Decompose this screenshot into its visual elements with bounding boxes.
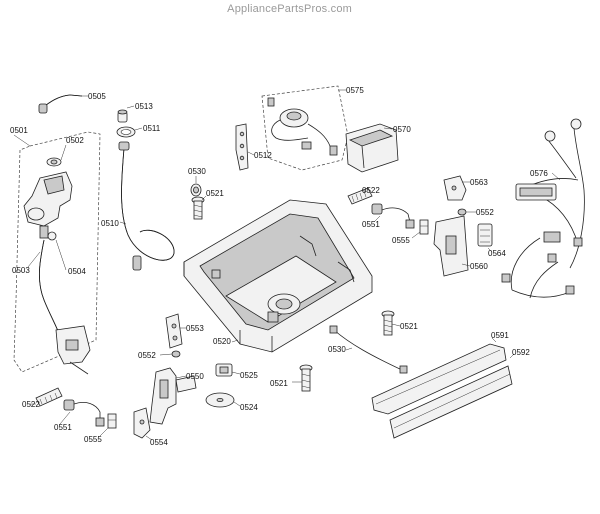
label-0510: 0510: [101, 219, 119, 228]
part-0552-screw-top[interactable]: [457, 208, 467, 216]
label-0560: 0560: [470, 262, 488, 271]
label-0591: 0591: [491, 331, 509, 340]
part-0530-cable[interactable]: [329, 325, 408, 374]
part-0554-lever[interactable]: [133, 407, 151, 439]
label-0521-mid: 0521: [400, 322, 418, 331]
label-0555-bottom: 0555: [84, 435, 102, 444]
label-0502: 0502: [66, 136, 84, 145]
part-0530-grommet[interactable]: [190, 183, 202, 197]
part-0564-connector[interactable]: [477, 223, 493, 247]
assembly-outline-0501: [13, 131, 101, 373]
label-0520: 0520: [213, 337, 231, 346]
part-0510-hose[interactable]: [118, 141, 175, 271]
label-0530-bottom: 0530: [328, 345, 346, 354]
label-0504: 0504: [68, 267, 86, 276]
label-0563: 0563: [470, 178, 488, 187]
label-0550: 0550: [186, 372, 204, 381]
part-0511-clamp[interactable]: [116, 126, 136, 138]
label-0592: 0592: [512, 348, 530, 357]
label-0522-bottom: 0522: [22, 400, 40, 409]
label-0512: 0512: [254, 151, 272, 160]
label-0576: 0576: [530, 169, 548, 178]
part-0550-hinge-arm[interactable]: [149, 367, 197, 425]
assembly-outline-0575: [261, 85, 349, 171]
label-0555-top: 0555: [392, 236, 410, 245]
label-0552-bottom: 0552: [138, 351, 156, 360]
label-0505: 0505: [88, 92, 106, 101]
part-0521-foot-screw-bottom[interactable]: [299, 364, 313, 392]
part-0520-base-frame[interactable]: [183, 199, 373, 353]
part-0576-wire-harness[interactable]: [501, 118, 585, 299]
label-0553: 0553: [186, 324, 204, 333]
part-0513-cap[interactable]: [117, 109, 128, 123]
part-0521-foot-screw-top[interactable]: [191, 196, 205, 220]
label-0522-top: 0522: [362, 186, 380, 195]
label-0530-top: 0530: [188, 167, 206, 176]
part-aquastop-valve[interactable]: [23, 171, 73, 241]
label-0551-bottom: 0551: [54, 423, 72, 432]
part-0552-screw-bottom[interactable]: [171, 350, 181, 358]
label-0554: 0554: [150, 438, 168, 447]
part-0522-spring-top[interactable]: [347, 187, 373, 205]
label-0511: 0511: [143, 124, 161, 133]
part-0570-control-module[interactable]: [345, 123, 399, 173]
part-0563-bracket[interactable]: [443, 175, 467, 201]
label-0513: 0513: [135, 102, 153, 111]
part-0512-bracket[interactable]: [235, 123, 249, 171]
part-0560-support[interactable]: [433, 215, 469, 277]
label-0575: 0575: [346, 86, 364, 95]
part-0555-clip-bottom[interactable]: [107, 413, 117, 429]
part-0592-toe-kick-cover[interactable]: [389, 365, 513, 439]
label-0570: 0570: [393, 125, 411, 134]
part-0551-float-switch-top[interactable]: [371, 203, 415, 229]
label-0552-top: 0552: [476, 208, 494, 217]
part-0575-heater-sensor[interactable]: [267, 97, 338, 156]
part-0553-hinge-bracket[interactable]: [165, 313, 183, 349]
part-0522-spring-bottom[interactable]: [35, 387, 63, 407]
part-0591-toe-kick-panel[interactable]: [371, 343, 507, 415]
part-0505-hose-elbow[interactable]: [38, 94, 83, 114]
label-0524: 0524: [240, 403, 258, 412]
part-0551-float-switch-bottom[interactable]: [63, 399, 105, 427]
part-0502-nut[interactable]: [46, 157, 62, 167]
part-0524-disc[interactable]: [205, 392, 235, 408]
part-0555-clip-top[interactable]: [419, 219, 429, 235]
part-inlet-connector[interactable]: [55, 325, 91, 375]
label-0525: 0525: [240, 371, 258, 380]
part-0525-clip[interactable]: [215, 363, 233, 377]
label-0551-top: 0551: [362, 220, 380, 229]
part-0521-foot-screw-mid[interactable]: [381, 310, 395, 336]
watermark: AppliancePartsPros.com: [227, 3, 352, 15]
part-0503-hose-segment[interactable]: [39, 239, 61, 337]
label-0521-top: 0521: [206, 189, 224, 198]
label-0501: 0501: [10, 126, 28, 135]
label-0521-bottom: 0521: [270, 379, 288, 388]
label-0503: 0503: [12, 266, 30, 275]
label-0564: 0564: [488, 249, 506, 258]
